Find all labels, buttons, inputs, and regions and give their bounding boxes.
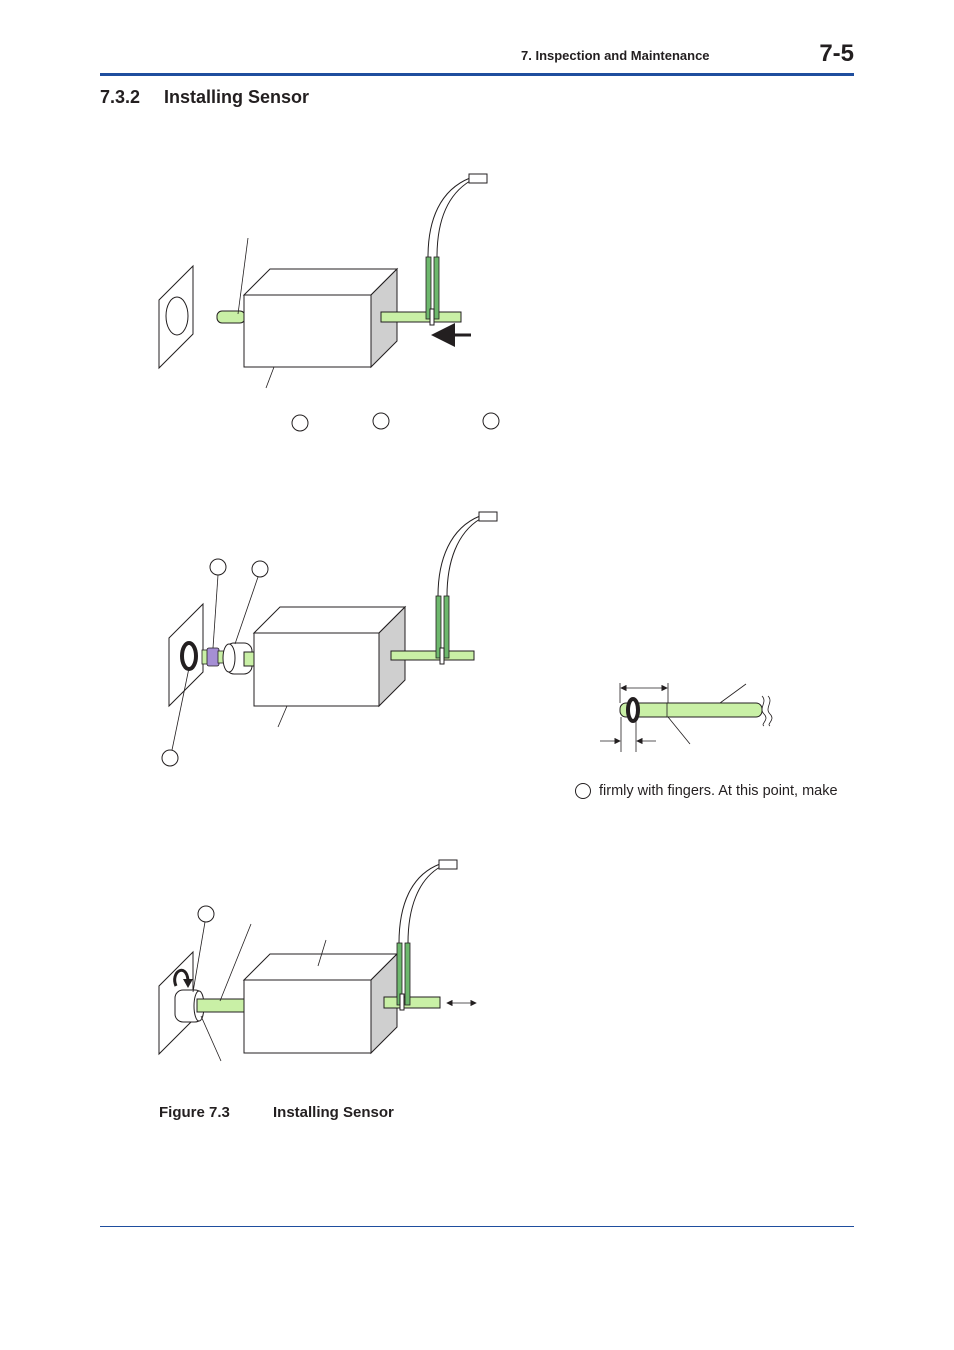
diagram-step-2 xyxy=(161,511,498,767)
step-marker xyxy=(482,412,500,430)
cable-sleeve-right xyxy=(404,942,411,1006)
leader-nut xyxy=(192,921,206,993)
leader-o-ring xyxy=(200,1015,222,1062)
cube-top xyxy=(242,268,399,296)
header-chapter-title: 7. Inspection and Maintenance xyxy=(521,48,710,63)
o-ring-position-detail xyxy=(600,683,773,752)
sensor-rod-right xyxy=(383,996,441,1009)
cable xyxy=(398,863,441,944)
cube-front xyxy=(243,294,372,368)
page-number: 7-5 xyxy=(819,40,854,67)
detail-rod xyxy=(619,702,763,718)
figure-label: Figure 7.3 xyxy=(159,1104,230,1121)
part-marker xyxy=(197,905,215,923)
leader-bead xyxy=(212,574,219,649)
rotation-arrowhead xyxy=(183,979,193,988)
part-marker xyxy=(209,558,227,576)
cable-connector xyxy=(478,511,498,522)
leader-cube xyxy=(265,366,275,389)
cable-connector xyxy=(438,859,458,870)
figure-caption-text: Installing Sensor xyxy=(273,1104,394,1121)
leader-cube xyxy=(317,939,327,967)
rod-clamp xyxy=(429,308,435,326)
step-marker xyxy=(291,414,309,432)
cable-sleeve-right xyxy=(433,256,440,320)
step-note-text: firmly with fingers. At this point, make xyxy=(599,783,838,799)
leader-o-ring xyxy=(171,667,190,751)
section-heading: 7.3.2 Installing Sensor xyxy=(100,87,309,108)
step-marker xyxy=(575,783,591,799)
step-note: firmly with fingers. At this point, make xyxy=(575,783,838,799)
leader-rod xyxy=(219,923,252,1002)
figure-caption: Figure 7.3 Installing Sensor xyxy=(159,1104,394,1121)
cube-front xyxy=(253,632,380,707)
diagram-step-1 xyxy=(158,173,500,432)
cable xyxy=(427,177,471,258)
cube-front xyxy=(243,979,372,1054)
sensor-rod-left xyxy=(216,310,246,324)
section-number: 7.3.2 xyxy=(100,87,141,107)
cable-sleeve-right xyxy=(443,595,450,659)
part-marker xyxy=(161,749,179,767)
o-ring xyxy=(180,641,198,671)
rod-clamp xyxy=(439,647,445,665)
sensor-rod-right xyxy=(390,650,475,661)
cable xyxy=(437,515,481,597)
leader-cube xyxy=(277,705,288,728)
leader-nut xyxy=(234,576,259,645)
part-marker xyxy=(251,560,269,578)
break-mark xyxy=(761,695,773,727)
leader-rod xyxy=(719,683,747,704)
tighten-rotation-icon xyxy=(173,968,190,987)
nut-face xyxy=(222,643,236,673)
leader-rod xyxy=(237,237,249,315)
bead xyxy=(206,647,220,667)
step-marker xyxy=(372,412,390,430)
sensor-rod-right xyxy=(380,311,462,323)
leader-mark xyxy=(667,716,691,745)
header-rule xyxy=(100,73,854,76)
sensor-rod-left xyxy=(196,998,245,1013)
footer-rule xyxy=(100,1226,854,1227)
rod-clamp xyxy=(399,993,405,1011)
mounting-hole xyxy=(165,296,189,336)
section-title: Installing Sensor xyxy=(164,87,310,107)
detail-o-ring xyxy=(626,697,640,723)
diagram-step-3 xyxy=(158,859,477,1062)
cable-connector xyxy=(468,173,488,184)
